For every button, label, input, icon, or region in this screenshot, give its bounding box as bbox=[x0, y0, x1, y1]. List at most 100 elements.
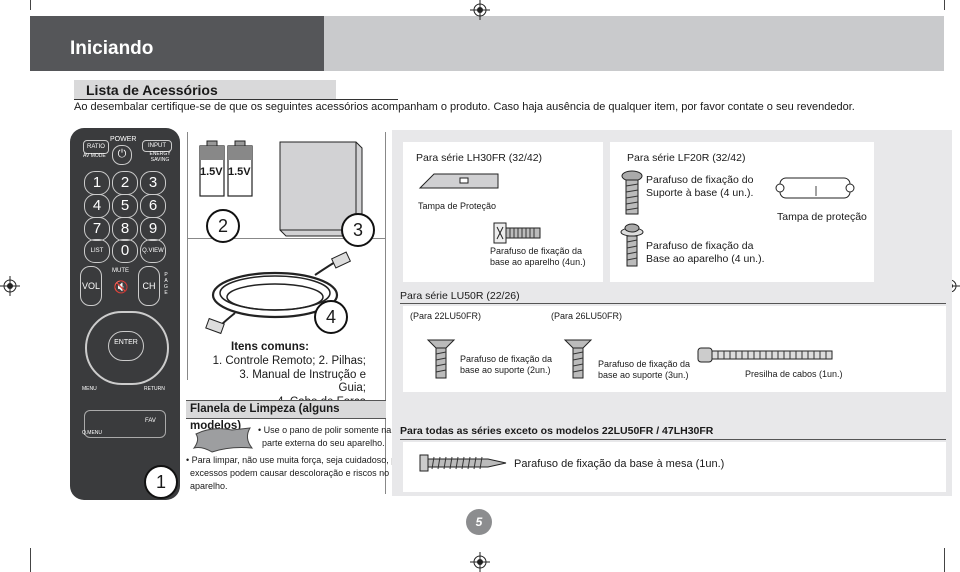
header-bar bbox=[30, 16, 324, 71]
cable-clip-label: Presilha de cabos (1un.) bbox=[745, 369, 843, 379]
cloth-bullet-1b: parte externa do seu aparelho. bbox=[262, 438, 385, 448]
mute-icon: 🔇 bbox=[113, 280, 129, 294]
remote-key: 4 bbox=[84, 194, 110, 218]
lu50r-screw1-line2: base ao suporte (2un.) bbox=[460, 365, 551, 375]
cloth-bullet-2a: • Para limpar, não use muita força, seja… bbox=[186, 455, 408, 465]
lh30fr-cover-label: Tampa de Proteção bbox=[418, 201, 497, 211]
ratio-button: RATIO bbox=[83, 140, 109, 154]
lf20r-cover-label: Tampa de proteção bbox=[777, 211, 867, 223]
all-series-box bbox=[403, 442, 946, 492]
cloth-title: Flanela de Limpeza (alguns modelos) bbox=[186, 400, 386, 432]
volume-rocker: VOL bbox=[80, 266, 102, 306]
lu50r-screw1-illustration bbox=[426, 339, 456, 379]
power-cable-illustration bbox=[205, 251, 352, 335]
lu50r-screw1-line1: Parafuso de fixação da bbox=[460, 354, 553, 364]
cleaning-cloth-illustration bbox=[192, 427, 254, 453]
power-icon: ⏻ bbox=[112, 145, 132, 165]
lu50r-sub2: (Para 26LU50FR) bbox=[551, 311, 623, 321]
lf20r-screw2-label: Parafuso de fixação da Base ao aparelho … bbox=[646, 240, 765, 266]
common-items-title: Itens comuns: bbox=[231, 341, 309, 353]
lu50r-screw1-label: Parafuso de fixação da base ao suporte (… bbox=[460, 354, 552, 376]
vol-label: VOL bbox=[81, 281, 100, 291]
divider bbox=[187, 132, 188, 380]
power-label: POWER bbox=[110, 136, 137, 143]
input-button: INPUT bbox=[142, 140, 172, 152]
lf20r-screw1-label: Parafuso de fixação do Suporte à base (4… bbox=[646, 174, 753, 200]
ch-label: CH bbox=[142, 281, 156, 291]
q-menu-label: Q.MENU bbox=[82, 430, 102, 436]
remote-key: 0 bbox=[112, 239, 138, 263]
lh30fr-screw-illustration bbox=[493, 222, 541, 244]
all-series-title: Para todas as séries exceto os modelos 2… bbox=[400, 425, 714, 437]
lu50r-sub1: (Para 22LU50FR) bbox=[410, 311, 482, 321]
lu50r-title: Para série LU50R (22/26) bbox=[400, 290, 520, 302]
lh30fr-title: Para série LH30FR (32/42) bbox=[416, 152, 543, 164]
cloth-bullet-2c: aparelho. bbox=[190, 481, 228, 491]
intro-text: Ao desembalar certifique-se de que os se… bbox=[74, 101, 855, 113]
cloth-bullet-2: • Para limpar, não use muita força, seja… bbox=[186, 454, 408, 493]
divider bbox=[385, 132, 386, 494]
lf20r-screw2-line2: Base ao aparelho (4 un.). bbox=[646, 253, 765, 265]
remote-key: 1 bbox=[84, 171, 110, 195]
energy-saving-label: ENERGY SAVING bbox=[149, 151, 171, 163]
marker-2: 2 bbox=[206, 209, 240, 243]
marker-1: 1 bbox=[144, 465, 178, 499]
remote-key: 3 bbox=[140, 171, 166, 195]
lf20r-cover-illustration bbox=[775, 177, 855, 199]
section-title: Lista de Acessórios bbox=[74, 80, 336, 99]
marker-3: 3 bbox=[341, 213, 375, 247]
lu50r-screw2-line2: base ao suporte (3un.) bbox=[598, 370, 689, 380]
navigation-ring bbox=[85, 311, 169, 385]
battery-2-label: 1.5V bbox=[228, 166, 251, 178]
lh30fr-screw-line2: base ao aparelho (4un.) bbox=[490, 257, 586, 267]
remote-key: 8 bbox=[112, 217, 138, 241]
batteries-illustration bbox=[199, 140, 253, 197]
fav-label: FAV bbox=[145, 418, 156, 424]
cable-clip-illustration bbox=[697, 347, 833, 363]
mute-label: MUTE bbox=[112, 268, 129, 274]
section-rule bbox=[74, 99, 398, 100]
page-label: PAGE bbox=[164, 272, 168, 296]
remote-key: 7 bbox=[84, 217, 110, 241]
divider bbox=[187, 238, 385, 239]
lf20r-screw2-line1: Parafuso de fixação da bbox=[646, 240, 754, 252]
enter-label: ENTER bbox=[114, 339, 138, 346]
remote-key: 6 bbox=[140, 194, 166, 218]
lf20r-screw2-illustration bbox=[620, 223, 644, 267]
registration-mark-left bbox=[0, 276, 20, 296]
lf20r-screw1-illustration bbox=[621, 170, 643, 215]
cloth-bullet-2b: excessos podem causar descoloração e ris… bbox=[190, 468, 390, 478]
registration-mark-top bbox=[470, 0, 490, 20]
lu50r-screw2-line1: Parafuso de fixação da bbox=[598, 359, 691, 369]
table-screw-illustration bbox=[419, 454, 507, 472]
av-mode-label: AV MODE bbox=[83, 153, 106, 159]
crop-mark bbox=[944, 548, 945, 572]
lh30fr-screw-line1: Parafuso de fixação da bbox=[490, 246, 583, 256]
enter-button: ENTER bbox=[108, 331, 144, 361]
remote-key: 5 bbox=[112, 194, 138, 218]
lu50r-rule bbox=[400, 303, 946, 304]
crop-mark bbox=[944, 0, 945, 10]
common-item: 3. Manual de Instrução e Guia; bbox=[239, 368, 366, 395]
lf20r-screw1-line2: Suporte à base (4 un.). bbox=[646, 187, 754, 199]
lf20r-box bbox=[610, 142, 874, 282]
remote-key: LIST bbox=[84, 239, 110, 263]
common-item: 1. Controle Remoto; 2. Pilhas; bbox=[212, 355, 366, 367]
registration-mark-bottom bbox=[470, 552, 490, 572]
header-bar-right bbox=[324, 16, 944, 71]
lu50r-box bbox=[403, 306, 946, 392]
channel-rocker: CH bbox=[138, 266, 160, 306]
remote-key: Q.VIEW bbox=[140, 239, 166, 263]
lf20r-screw1-line1: Parafuso de fixação do bbox=[646, 174, 754, 186]
lu50r-screw2-illustration bbox=[563, 339, 593, 379]
page-number: 5 bbox=[466, 509, 492, 535]
lh30fr-cover-illustration bbox=[418, 173, 499, 189]
return-label: RETURN bbox=[144, 386, 165, 392]
page-title: Iniciando bbox=[70, 38, 154, 59]
remote-key: 2 bbox=[112, 171, 138, 195]
marker-4: 4 bbox=[314, 300, 348, 334]
table-screw-label: Parafuso de fixação da base à mesa (1un.… bbox=[514, 458, 725, 470]
menu-label: MENU bbox=[82, 386, 97, 392]
lu50r-screw2-label: Parafuso de fixação da base ao suporte (… bbox=[598, 359, 690, 381]
remote-control-illustration: POWER RATIO AV MODE ⏻ INPUT ENERGY SAVIN… bbox=[70, 128, 180, 500]
